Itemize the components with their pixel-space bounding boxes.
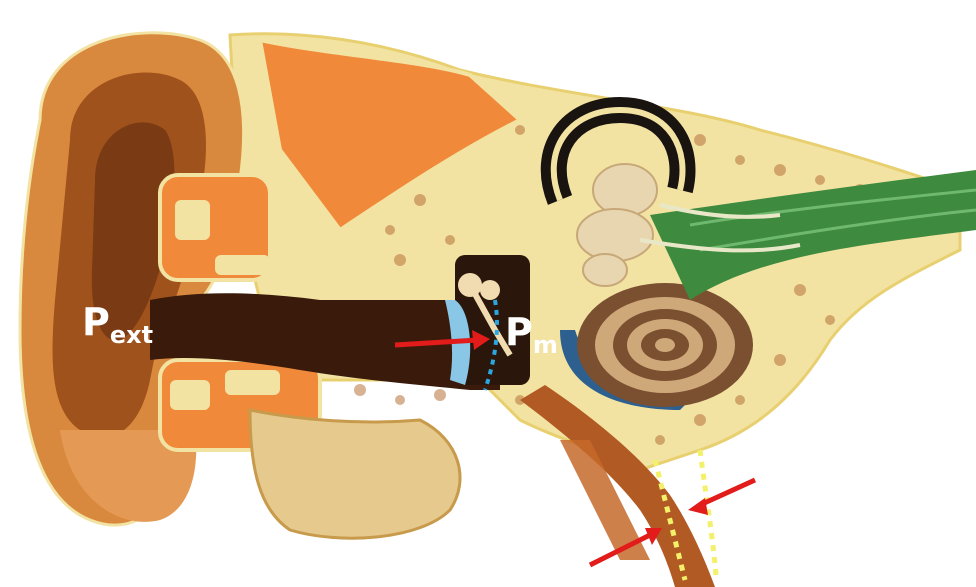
pressure-label-external-sub: ext (110, 321, 153, 349)
pressure-label-external-main: P (82, 300, 110, 344)
pressure-label-middle-main: P (505, 310, 533, 354)
red-arrow-lower-right (688, 480, 755, 515)
pressure-label-middle-sub: m (533, 331, 558, 359)
lower-tissue (250, 410, 460, 538)
